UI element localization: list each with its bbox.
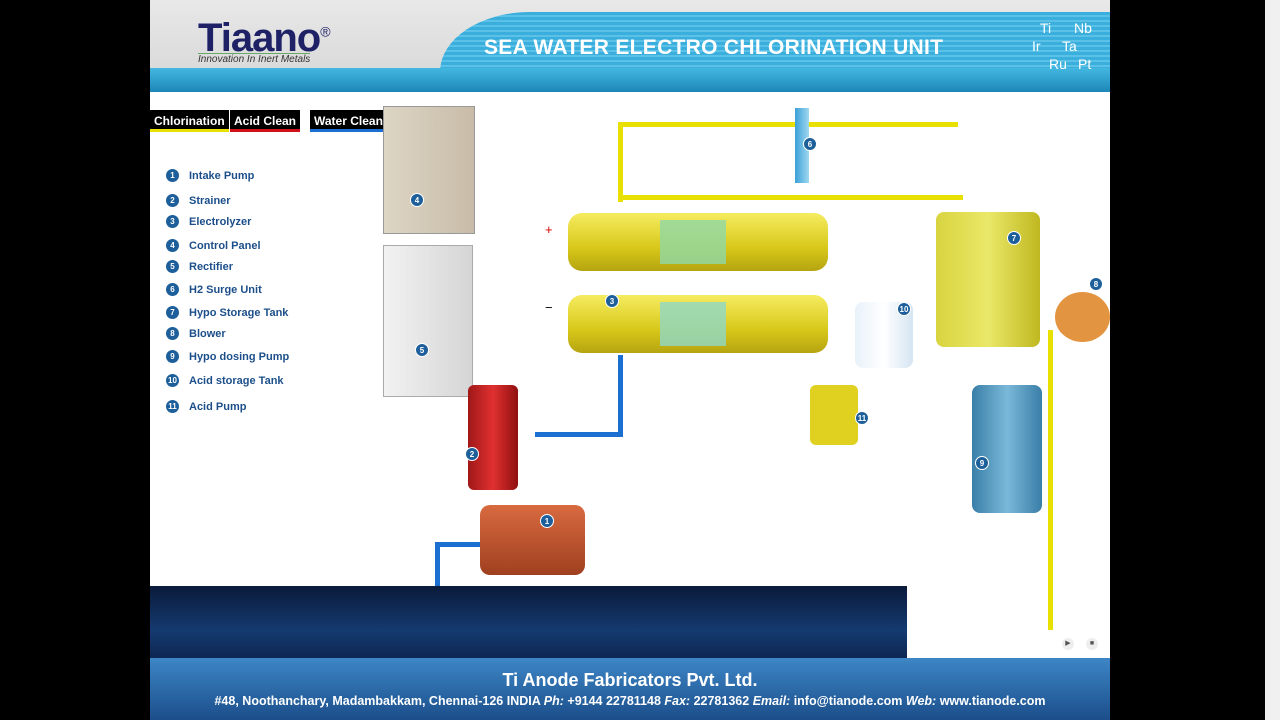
footer: Ti Anode Fabricators Pvt. Ltd. #48, Noot… [150, 658, 1110, 720]
element-nb: Nb [1074, 20, 1092, 36]
tab-water-clean[interactable]: Water Clean [310, 110, 387, 132]
legend-label: Intake Pump [189, 169, 255, 182]
element-ti: Ti [1040, 20, 1052, 36]
web-link[interactable]: www.tianode.com [939, 694, 1046, 708]
element-ir: Ir [1032, 38, 1041, 54]
badge-8: 8 [1089, 277, 1103, 291]
h2-pipe-vertical [618, 122, 623, 202]
blower [1055, 292, 1110, 342]
badge-11: 11 [855, 411, 869, 425]
legend-number: 8 [166, 327, 179, 341]
header-band [150, 68, 1110, 92]
badge-6: 6 [803, 137, 817, 151]
element-pt: Pt [1078, 56, 1092, 72]
legend-number: 11 [166, 400, 179, 414]
legend-number: 1 [166, 169, 179, 183]
intake-pump [480, 505, 585, 575]
legend-number: 6 [166, 283, 179, 297]
badge-4: 4 [410, 193, 424, 207]
h2-surge-unit [795, 108, 809, 183]
header: Tiaano® Innovation In Inert Metals SEA W… [150, 0, 1110, 92]
fax-label: Fax: [664, 694, 691, 708]
control-panel [383, 106, 475, 234]
legend-item: 6 H2 Surge Unit [166, 281, 262, 299]
legend-item: 9 Hypo dosing Pump [166, 348, 289, 366]
intake-pipe [435, 542, 480, 547]
legend-label: Blower [189, 327, 226, 340]
badge-10: 10 [897, 302, 911, 316]
legend-number: 5 [166, 260, 179, 274]
legend-label: H2 Surge Unit [189, 283, 262, 296]
stop-icon[interactable]: ■ [1086, 638, 1098, 650]
water-pipe [535, 432, 623, 437]
badge-3: 3 [605, 294, 619, 308]
h2-pipe [618, 122, 958, 127]
element-ta: Ta [1062, 38, 1077, 54]
badge-7: 7 [1007, 231, 1021, 245]
water-pipe [618, 355, 623, 435]
logo: Tiaano® [198, 16, 331, 61]
badge-1: 1 [540, 514, 554, 528]
legend-item: 11 Acid Pump [166, 398, 246, 416]
tab-chlorination[interactable]: Chlorination [150, 110, 229, 132]
legend-label: Strainer [189, 194, 231, 207]
logo-text: Tiaano [198, 16, 321, 60]
legend-item: 10 Acid storage Tank [166, 372, 284, 390]
intake-pipe [435, 542, 440, 590]
badge-5: 5 [415, 343, 429, 357]
tagline: Innovation In Inert Metals [198, 53, 311, 65]
legend-label: Rectifier [189, 260, 234, 273]
legend-label: Electrolyzer [189, 215, 252, 228]
email-label: Email: [752, 694, 791, 708]
legend-label: Acid Pump [189, 400, 247, 413]
page-title: SEA WATER ELECTRO CHLORINATION UNIT [484, 36, 944, 59]
phone: +9144 22781148 [567, 694, 661, 708]
badge-9: 9 [975, 456, 989, 470]
electrolyzer-window [660, 302, 726, 346]
legend-item: 7 Hypo Storage Tank [166, 304, 288, 322]
registered-mark: ® [320, 23, 330, 40]
hypo-dosing-pump [972, 385, 1042, 513]
legend-item: 2 Strainer [166, 192, 231, 210]
legend-item: 4 Control Panel [166, 237, 261, 255]
legend-label: Hypo dosing Pump [189, 350, 290, 363]
hypo-storage-tank [936, 212, 1040, 347]
sea-water-image [150, 586, 907, 660]
email-link[interactable]: info@tianode.com [793, 694, 903, 708]
legend-number: 10 [166, 374, 179, 388]
web-label: Web: [905, 694, 937, 708]
address: #48, Noothanchary, Madambakkam, Chennai-… [214, 694, 541, 708]
scrollbar[interactable] [1265, 0, 1280, 720]
badge-2: 2 [465, 447, 479, 461]
electrolyzer-window [660, 220, 726, 264]
legend-label: Hypo Storage Tank [189, 306, 289, 319]
positive-terminal: + [545, 222, 553, 237]
legend-number: 2 [166, 194, 179, 208]
legend-item: 3 Electrolyzer [166, 213, 251, 231]
legend-number: 4 [166, 239, 179, 253]
play-icon[interactable]: ▶ [1062, 638, 1074, 650]
legend-number: 3 [166, 215, 179, 229]
phone-label: Ph: [543, 694, 564, 708]
legend-number: 9 [166, 350, 179, 364]
hypo-pipe [618, 195, 963, 200]
element-ru: Ru [1049, 56, 1067, 72]
legend-label: Acid storage Tank [189, 374, 284, 387]
company-name: Ti Anode Fabricators Pvt. Ltd. [502, 670, 758, 690]
legend-number: 7 [166, 306, 179, 320]
legend-item: 5 Rectifier [166, 258, 233, 276]
presentation-stage: Tiaano® Innovation In Inert Metals SEA W… [150, 0, 1110, 720]
rectifier [383, 245, 473, 397]
strainer [468, 385, 518, 490]
dosing-pipe [1048, 330, 1053, 630]
tab-acid-clean[interactable]: Acid Clean [230, 110, 301, 132]
legend-item: 1 Intake Pump [166, 167, 254, 185]
fax: 22781362 [693, 694, 750, 708]
contact-info: #48, Noothanchary, Madambakkam, Chennai-… [150, 694, 1110, 708]
header-wave [440, 12, 1110, 72]
legend-item: 8 Blower [166, 325, 226, 343]
acid-pump [810, 385, 858, 445]
legend-label: Control Panel [189, 239, 261, 252]
negative-terminal: − [545, 300, 553, 315]
